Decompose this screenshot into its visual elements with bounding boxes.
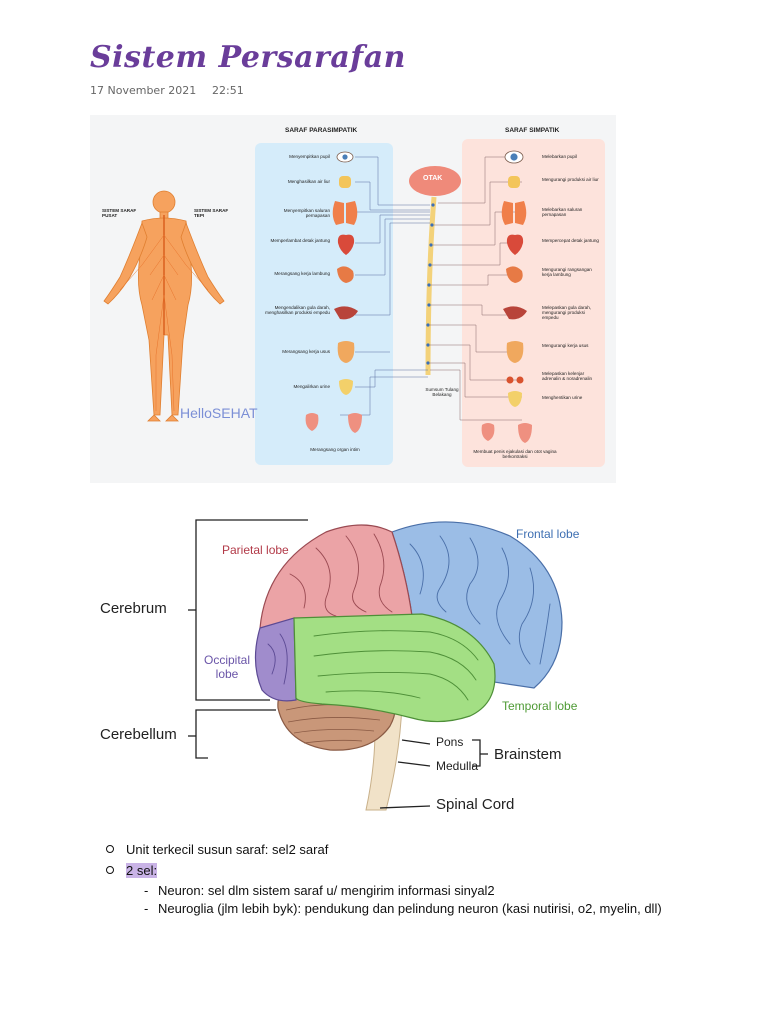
- heading-saraf-simpatik: SARAF SIMPATIK: [505, 127, 560, 134]
- parasympathetic-organs: [305, 151, 362, 433]
- label-cerebellum: Cerebellum: [100, 726, 177, 743]
- sympathetic-organs: [481, 150, 532, 443]
- parasympathetic-connectors: [340, 156, 430, 416]
- para-item: Menghasilkan air liur: [287, 179, 330, 184]
- label-parietal-lobe: Parietal lobe: [222, 543, 289, 557]
- occipital-lobe-shape: [254, 617, 297, 702]
- note-date: 17 November 2021: [90, 84, 197, 97]
- parietal-lobe-shape: [259, 524, 413, 629]
- para-item: Merangsang kerja lambung: [274, 271, 330, 276]
- note-time: 22:51: [212, 84, 244, 97]
- para-item: Menyempitkan saluran pernapasan: [283, 208, 330, 219]
- sub-item: - Neuron: sel dlm sistem saraf u/ mengir…: [106, 882, 706, 900]
- sub-item: - Neuroglia (jlm lebih byk): pendukung d…: [106, 900, 706, 918]
- para-item: Memperlambat detak jantung: [270, 238, 331, 243]
- circle-bullet-icon: [106, 845, 114, 853]
- heading-saraf-parasimpatik: SARAF PARASIMPATIK: [285, 127, 358, 134]
- notes-list: Unit terkecil susun saraf: sel2 saraf 2 …: [106, 840, 706, 918]
- sub-item-text: Neuroglia (jlm lebih byk): pendukung dan…: [158, 901, 662, 916]
- infographic-graphics: [103, 139, 605, 467]
- bullet-item: 2 sel:: [106, 861, 706, 880]
- label-medulla: Medulla: [436, 759, 479, 773]
- simp-item: Membuat penis ejakulasi dan otot vagina …: [473, 449, 557, 460]
- brain-anatomy-diagram: Cerebrum Cerebellum Parietal lobe Fronta…: [90, 504, 592, 824]
- label-sumsum-tulang-belakang: Sumsum Tulang Belakang: [425, 387, 459, 398]
- spinal-nodes: [426, 203, 435, 365]
- label-spinal-cord: Spinal Cord: [436, 796, 515, 813]
- dash-icon: -: [144, 883, 149, 898]
- simp-item: Mempercepat detak jantung: [542, 238, 599, 243]
- simp-item: Melepaskan gula darah, mengurangi produk…: [542, 305, 592, 321]
- bullet-text: Unit terkecil susun saraf: sel2 saraf: [126, 842, 329, 857]
- page-title: Sistem Persarafan: [90, 40, 406, 75]
- simp-item: Mengurangi kerja usus: [542, 343, 589, 348]
- body-nerves: [119, 234, 209, 412]
- sympathetic-panel: [462, 139, 605, 467]
- para-item: Mengalirkan urine: [293, 384, 330, 389]
- label-sistem-saraf-tepi: SISTEM SARAF TEPI: [194, 208, 229, 219]
- bullet-item: Unit terkecil susun saraf: sel2 saraf: [106, 840, 706, 859]
- nervous-system-infographic: SISTEM SARAF PUSAT SISTEM SARAF TEPI Hel…: [90, 115, 616, 483]
- brain-gyri: [267, 533, 551, 701]
- brain-graphics: [188, 519, 563, 811]
- spinal-cord-shape: [425, 196, 437, 376]
- para-item: Merangsang kerja usus: [282, 349, 330, 354]
- dash-icon: -: [144, 901, 149, 916]
- watermark-text: HelloSEHAT: [180, 405, 258, 421]
- parasympathetic-panel: [255, 143, 393, 465]
- label-brainstem: Brainstem: [494, 746, 562, 763]
- para-item: Merangsang organ intim: [310, 447, 360, 452]
- label-cerebrum: Cerebrum: [100, 600, 167, 617]
- label-otak: OTAK: [423, 175, 443, 182]
- label-pons: Pons: [436, 735, 464, 749]
- para-item: Mengendalikan gula darah, menghasilkan p…: [265, 305, 330, 316]
- simp-item: Menghentikan urine: [542, 395, 583, 400]
- label-frontal-lobe: Frontal lobe: [516, 527, 580, 541]
- simp-item: Melebarkan saluran pernapasan: [542, 207, 583, 218]
- otak-brain-shape: [409, 166, 461, 196]
- label-occipital-lobe: Occipital lobe: [203, 653, 250, 681]
- para-item: Menyempitkan pupil: [289, 154, 330, 159]
- sub-item-text: Neuron: sel dlm sistem saraf u/ mengirim…: [158, 883, 495, 898]
- label-temporal-lobe: Temporal lobe: [502, 699, 578, 713]
- human-body-figure: [103, 190, 225, 422]
- temporal-lobe-shape: [293, 613, 496, 723]
- circle-bullet-icon: [106, 866, 114, 874]
- simp-item: Melebarkan pupil: [542, 154, 577, 159]
- simp-item: Mengurangi produksi air liur: [542, 177, 599, 182]
- highlighted-bullet-text: 2 sel:: [126, 863, 158, 878]
- simp-item: Melepaskan kelenjar adrenalin & noradren…: [542, 371, 593, 382]
- label-brackets: [188, 519, 488, 809]
- label-sistem-saraf-pusat: SISTEM SARAF PUSAT: [102, 208, 137, 219]
- simp-item: Mengurangi rangsangan kerja lambung: [542, 267, 592, 278]
